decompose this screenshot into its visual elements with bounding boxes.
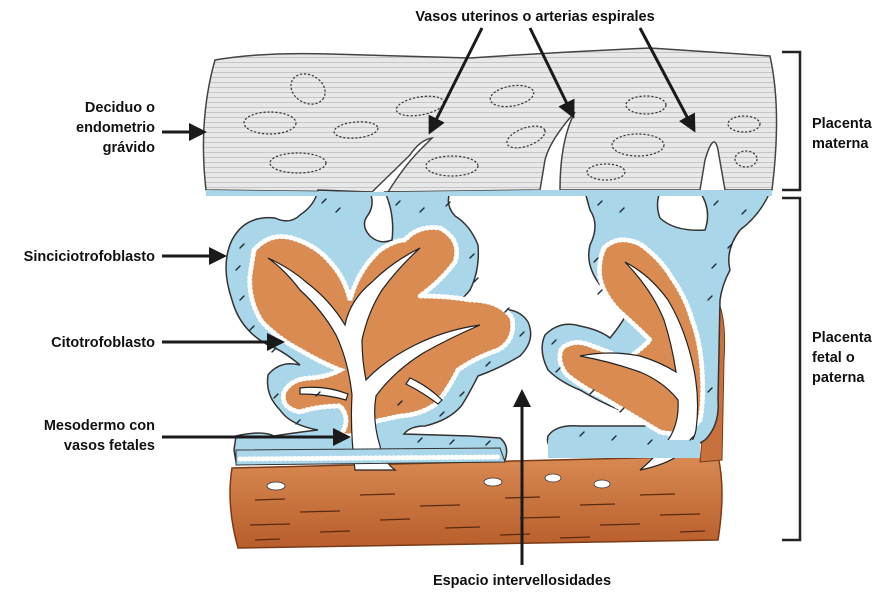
label-placenta-materna-line1: Placenta (812, 116, 873, 132)
label-espacio-intervellosidades: Espacio intervellosidades (433, 573, 611, 589)
villous-tree-left (226, 190, 531, 470)
label-placenta-materna-line2: materna (812, 136, 869, 152)
bracket-placenta-fetal (782, 198, 800, 540)
label-mesodermo-line1: Mesodermo con (44, 418, 155, 434)
label-placenta-fetal-line2: fetal o (812, 350, 855, 366)
decidua (203, 48, 776, 192)
label-placenta-fetal-line3: paterna (812, 370, 865, 386)
label-vasos-uterinos: Vasos uterinos o arterias espirales (415, 9, 654, 25)
villous-tree-right (542, 192, 770, 470)
label-deciduo-line2: endometrio (76, 120, 155, 136)
label-citotrofoblasto: Citotrofoblasto (51, 335, 155, 351)
label-mesodermo-line2: vasos fetales (64, 438, 155, 454)
label-sinciciotrofoblasto: Sinciciotrofoblasto (24, 249, 155, 265)
label-placenta-fetal-line1: Placenta (812, 330, 873, 346)
bracket-placenta-materna (782, 52, 800, 190)
label-deciduo-line1: Deciduo o (85, 100, 155, 116)
label-deciduo-line3: grávido (103, 140, 156, 156)
